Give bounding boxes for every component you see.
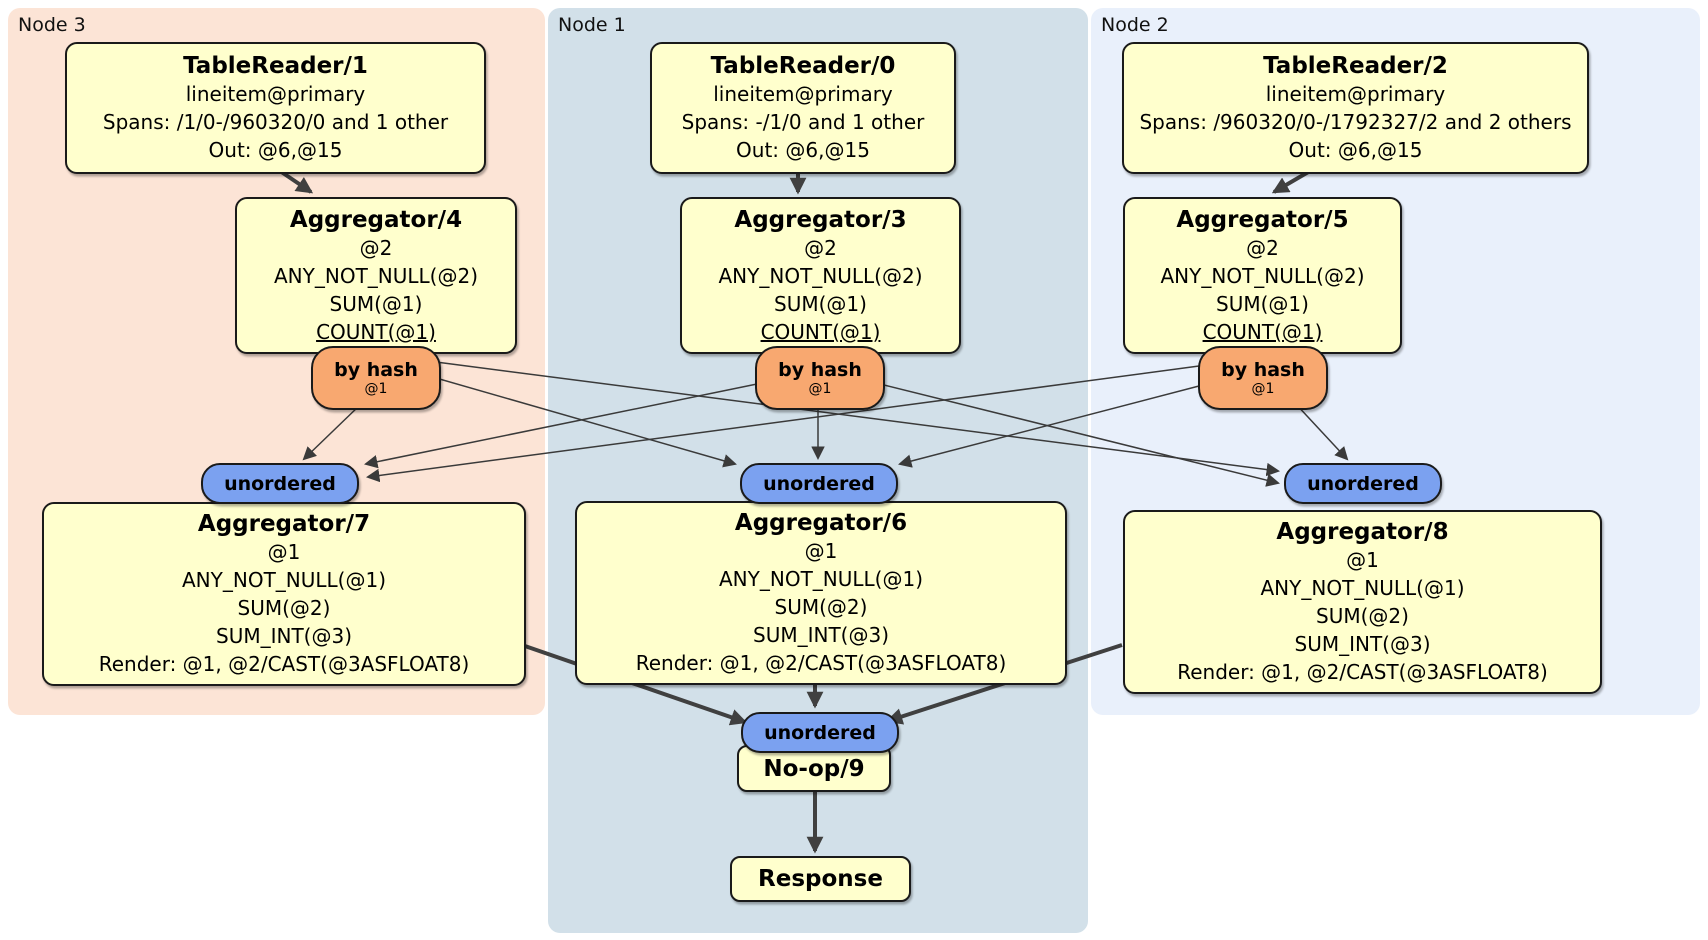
processor-detail: Out: @6,@15 (736, 138, 870, 162)
processor-detail: @1 (267, 540, 301, 564)
processor-title: TableReader/2 (1263, 53, 1448, 79)
processor-detail: Render: @1, @2/CAST(@3ASFLOAT8) (98, 652, 470, 676)
processor-title: Aggregator/7 (197, 511, 371, 537)
processor-title: TableReader/0 (710, 53, 896, 79)
processor-detail: ANY_NOT_NULL(@1) (719, 567, 923, 591)
sync-unordered-node1: unordered (740, 463, 898, 504)
processor-title: Response (758, 866, 883, 892)
processor-aggregator-6: Aggregator/6 @1 ANY_NOT_NULL(@1) SUM(@2)… (575, 501, 1067, 685)
processor-detail: @2 (359, 235, 393, 260)
processor-detail: lineitem@primary (713, 82, 893, 106)
processor-detail: ANY_NOT_NULL(@1) (182, 568, 386, 592)
processor-detail: Spans: -/1/0 and 1 other (681, 110, 925, 134)
processor-detail: @1 (1346, 548, 1379, 572)
processor-detail: Render: @1, @2/CAST(@3ASFLOAT8) (1177, 660, 1548, 684)
node3-region-label: Node 3 (18, 14, 86, 36)
processor-detail: SUM_INT(@3) (1294, 632, 1431, 656)
router-label: by hash (1221, 359, 1305, 381)
processor-detail: ANY_NOT_NULL(@2) (718, 263, 923, 288)
router-hash-key: @1 (1251, 381, 1275, 397)
router-by-hash-node2: by hash @1 (1198, 346, 1328, 410)
processor-detail: Spans: /1/0-/960320/0 and 1 other (102, 110, 449, 134)
processor-detail: SUM(@1) (329, 291, 423, 316)
processor-detail: lineitem@primary (1265, 82, 1446, 106)
processor-aggregator-7: Aggregator/7 @1 ANY_NOT_NULL(@1) SUM(@2)… (42, 502, 526, 686)
processor-detail: SUM(@1) (1216, 291, 1309, 316)
processor-detail: @1 (804, 539, 838, 563)
response-node: Response (730, 856, 911, 902)
node1-region-label: Node 1 (558, 14, 626, 36)
processor-detail: ANY_NOT_NULL(@2) (274, 263, 478, 288)
processor-tablereader-1: TableReader/1 lineitem@primary Spans: /1… (65, 42, 486, 174)
processor-title: TableReader/1 (183, 53, 368, 79)
processor-detail: COUNT(@1) (316, 319, 436, 344)
processor-title: No-op/9 (763, 755, 865, 782)
processor-aggregator-5: Aggregator/5 @2 ANY_NOT_NULL(@2) SUM(@1)… (1123, 197, 1402, 354)
processor-detail: ANY_NOT_NULL(@1) (1260, 576, 1465, 600)
router-hash-key: @1 (364, 381, 388, 397)
processor-detail: SUM_INT(@3) (216, 624, 352, 648)
router-by-hash-node3: by hash @1 (311, 346, 441, 410)
processor-detail: lineitem@primary (185, 82, 366, 106)
processor-detail: ANY_NOT_NULL(@2) (1160, 263, 1365, 288)
processor-detail: Spans: /960320/0-/1792327/2 and 2 others (1139, 110, 1572, 134)
processor-detail: COUNT(@1) (760, 319, 881, 344)
processor-detail: SUM(@2) (1316, 604, 1409, 628)
processor-detail: SUM(@2) (237, 596, 331, 620)
processor-detail: SUM(@2) (774, 595, 868, 619)
processor-aggregator-8: Aggregator/8 @1 ANY_NOT_NULL(@1) SUM(@2)… (1123, 510, 1602, 694)
processor-tablereader-2: TableReader/2 lineitem@primary Spans: /9… (1122, 42, 1589, 174)
node2-region-label: Node 2 (1101, 14, 1169, 36)
sync-unordered-final: unordered (741, 712, 899, 753)
processor-title: Aggregator/6 (734, 510, 908, 536)
sync-unordered-node3: unordered (201, 463, 359, 504)
sync-unordered-node2: unordered (1284, 463, 1442, 504)
processor-detail: COUNT(@1) (1202, 319, 1323, 344)
processor-detail: Out: @6,@15 (208, 138, 343, 162)
processor-title: Aggregator/4 (289, 206, 463, 233)
processor-title: Aggregator/3 (734, 206, 907, 233)
processor-detail: SUM_INT(@3) (753, 623, 889, 647)
processor-title: Aggregator/8 (1276, 519, 1449, 545)
processor-detail: SUM(@1) (774, 291, 867, 316)
router-label: by hash (334, 359, 418, 381)
processor-detail: Render: @1, @2/CAST(@3ASFLOAT8) (635, 651, 1007, 675)
processor-detail: @2 (804, 235, 837, 260)
processor-detail: Out: @6,@15 (1288, 138, 1423, 162)
router-hash-key: @1 (808, 381, 832, 397)
router-by-hash-node1: by hash @1 (755, 346, 885, 410)
processor-aggregator-3: Aggregator/3 @2 ANY_NOT_NULL(@2) SUM(@1)… (680, 197, 961, 354)
processor-title: Aggregator/5 (1176, 206, 1349, 233)
router-label: by hash (778, 359, 862, 381)
processor-detail: @2 (1246, 235, 1279, 260)
processor-aggregator-4: Aggregator/4 @2 ANY_NOT_NULL(@2) SUM(@1)… (235, 197, 517, 354)
processor-tablereader-0: TableReader/0 lineitem@primary Spans: -/… (650, 42, 956, 174)
